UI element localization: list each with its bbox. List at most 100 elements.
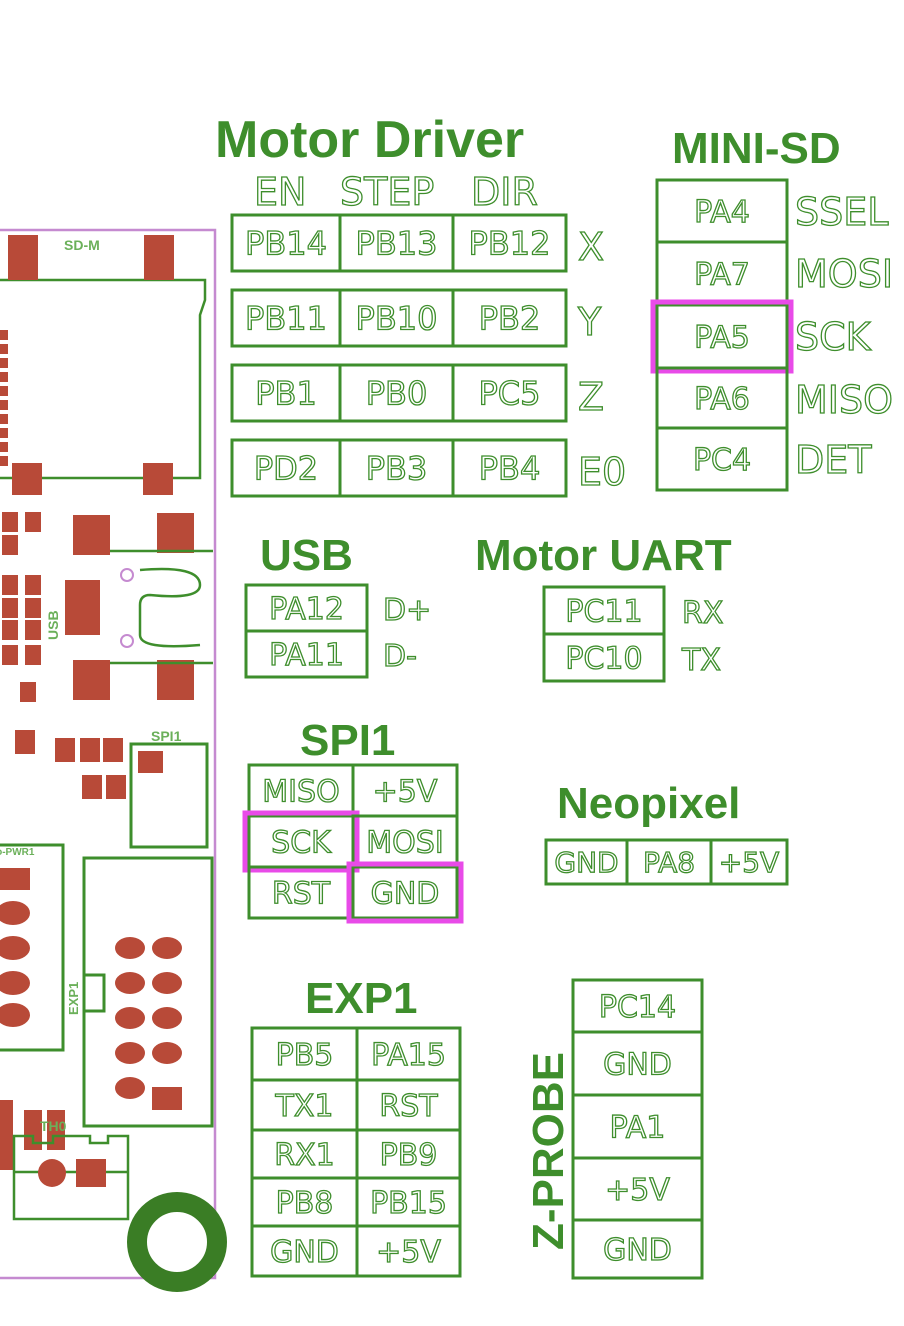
pin-label: +5V: [376, 1235, 441, 1270]
pin-label: PB2: [479, 300, 541, 338]
pin-label: GND: [371, 876, 440, 911]
z-probe-pin: PA1: [571, 1093, 704, 1160]
motor-driver-pin: PB11: [230, 288, 342, 348]
motor-driver-pin: PB13: [338, 213, 455, 273]
pin-label: RST: [379, 1089, 438, 1124]
pin-label: PB3: [366, 450, 428, 488]
column-header-en: EN: [254, 170, 306, 214]
pin-label: PB8: [276, 1186, 334, 1221]
neopixel-pin: +5V: [709, 838, 789, 886]
exp1-pin: TX1: [250, 1078, 359, 1132]
spi1-board-label: SPI1: [151, 728, 182, 744]
motor-driver-pin: PD2: [230, 438, 342, 498]
usb-title: USB: [260, 531, 353, 580]
highlight-box: [650, 299, 794, 374]
z-probe-pin: +5V: [571, 1156, 704, 1222]
usb-pin: PA12: [244, 583, 369, 633]
motor-driver-pin: PB4: [451, 438, 568, 498]
motor-driver-pin: PC5: [451, 363, 568, 423]
motor-driver-pin: PB3: [338, 438, 455, 498]
signal-label: SCK: [795, 315, 872, 359]
mini-sd-pin: PA4: [655, 178, 789, 244]
motor-driver-pin: PB2: [451, 288, 568, 348]
usb-pin: PA11: [244, 629, 369, 679]
axis-label: Z: [578, 375, 604, 419]
pin-label: PA12: [269, 592, 344, 627]
pin-cell: [655, 426, 789, 492]
exp1-pin: GND: [250, 1224, 359, 1278]
exp1-pin: RX1: [250, 1128, 359, 1180]
mini-sd-pin: PA6: [655, 366, 789, 430]
pin-cell: [571, 1218, 704, 1280]
pin-label: +5V: [605, 1173, 670, 1208]
pin-cell: [451, 438, 568, 498]
z-probe-pin: PC14: [571, 978, 704, 1034]
spi1-pin: MISO: [247, 763, 355, 818]
pin-label: PB1: [255, 375, 317, 413]
usb-board-label: USB: [45, 610, 61, 640]
highlight-box: [346, 861, 464, 924]
pin-label: PA6: [694, 382, 750, 417]
motor-driver-title: Motor Driver: [215, 111, 524, 169]
neopixel-pin: GND: [544, 838, 629, 886]
column-header-dir: DIR: [471, 170, 538, 214]
motor-driver-pin: PB10: [338, 288, 455, 348]
axis-label: E0: [578, 450, 626, 494]
pin-cell: [542, 632, 666, 683]
signal-label: MOSI: [795, 252, 893, 296]
pin-label: GND: [603, 1233, 672, 1268]
pin-label: PB13: [356, 225, 438, 263]
z-probe-pin: GND: [571, 1218, 704, 1280]
motor-driver-pin: PB12: [451, 213, 568, 273]
axis-label: Y: [577, 300, 602, 344]
mini-sd-pin: PC4: [655, 426, 789, 492]
mini-sd-pin: PA7: [655, 240, 789, 307]
sd-label: SD-M: [64, 237, 100, 253]
pin-cell: [351, 865, 459, 920]
column-header-step: STEP: [340, 170, 434, 214]
spi1-pin: MOSI: [351, 814, 459, 869]
pin-cell: [709, 838, 789, 886]
spi1-title: SPI1: [300, 716, 395, 765]
pin-label: +5V: [719, 846, 779, 879]
spi1-pin: RST: [247, 865, 355, 920]
pin-label: PB4: [479, 450, 541, 488]
pin-label: PA4: [694, 195, 750, 230]
power-connector: [0, 843, 65, 1052]
exp1-pin: PB8: [250, 1176, 359, 1228]
pin-label: PA15: [371, 1038, 446, 1073]
mini-sd-pin: PA5: [650, 299, 794, 374]
pin-label: TX1: [275, 1089, 334, 1124]
exp1-pin: +5V: [355, 1224, 462, 1278]
z-probe-pin: GND: [571, 1030, 704, 1097]
exp1-title: EXP1: [305, 974, 418, 1023]
pin-label: MOSI: [366, 825, 443, 860]
signal-label: D+: [383, 593, 431, 628]
pin-label: GND: [270, 1235, 339, 1270]
exp1-pin: RST: [355, 1078, 462, 1132]
pin-label: PC4: [693, 443, 751, 478]
board-outline: [0, 228, 217, 1280]
signal-label: RX: [682, 596, 723, 631]
pin-label: GND: [554, 846, 618, 879]
signal-label: MISO: [795, 378, 893, 422]
pin-label: PC5: [479, 375, 541, 413]
pin-label: PB15: [370, 1186, 447, 1221]
pin-label: SCK: [271, 825, 332, 860]
pin-label: PB10: [356, 300, 438, 338]
usb-connector: USB: [0, 512, 213, 1170]
pin-label: PA11: [269, 638, 344, 673]
pin-label: RST: [272, 876, 331, 911]
pin-cell: [355, 1224, 462, 1278]
pin-cell: [451, 288, 568, 348]
sd-socket: SD-M: [0, 235, 207, 495]
exp1-pin: PB9: [355, 1128, 462, 1180]
motor-uart-pin: PC10: [542, 632, 666, 683]
motor-driver-pin: PB1: [230, 363, 342, 423]
pin-label: RX1: [274, 1138, 334, 1173]
motor-driver-pin: PB14: [230, 213, 342, 273]
pin-label: PB9: [380, 1138, 438, 1173]
signal-label: SSEL: [795, 190, 888, 234]
th0-connector: TH0: [12, 1118, 130, 1221]
